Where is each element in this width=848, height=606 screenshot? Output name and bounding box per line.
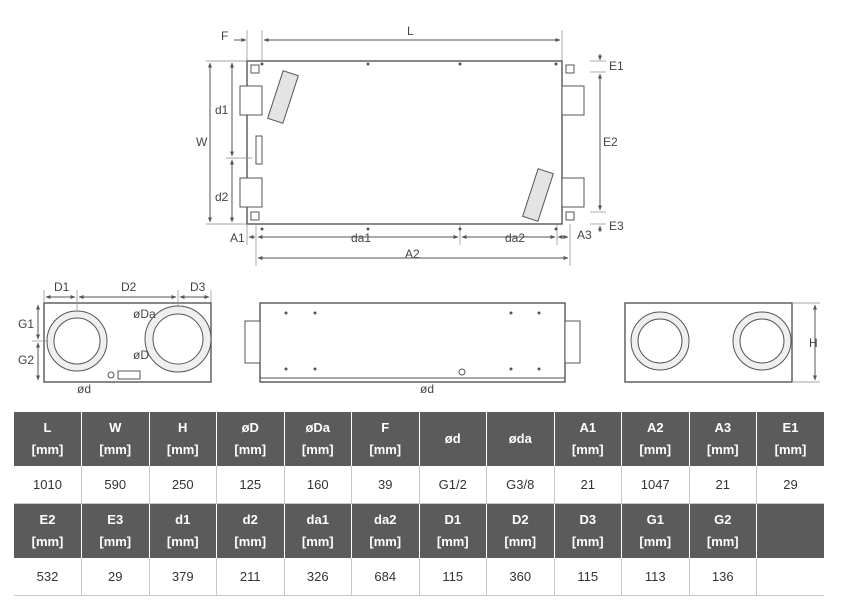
table-cell: 360 — [486, 558, 555, 596]
table-header-cell: øda — [486, 412, 555, 466]
dim-label-A1: A1 — [230, 231, 245, 245]
table-header-cell: øD[mm] — [216, 412, 285, 466]
table-header-cell: E1[mm] — [756, 412, 824, 466]
dim-label-oD: øD — [133, 348, 149, 362]
table-cell: 21 — [554, 466, 622, 504]
table-header-cell: W[mm] — [81, 412, 150, 466]
table-cell: 115 — [419, 558, 487, 596]
dim-label-L: L — [407, 24, 414, 38]
table-header-cell: H[mm] — [149, 412, 217, 466]
unit-body-side — [259, 302, 566, 383]
table-cell: 211 — [216, 558, 285, 596]
table-cell: 113 — [621, 558, 690, 596]
table-header-cell: da2[mm] — [351, 503, 420, 558]
left-end-view — [32, 290, 212, 383]
table-header-cell: D2[mm] — [486, 503, 555, 558]
dimensions-table: L[mm] W[mm] H[mm] øD[mm] øDa[mm] F[mm] ø… — [14, 412, 824, 596]
dim-label-D2: D2 — [121, 280, 137, 294]
table-header-cell: D1[mm] — [419, 503, 487, 558]
table-header-cell: A1[mm] — [554, 412, 622, 466]
table-cell: 1010 — [14, 466, 82, 504]
table-cell: 250 — [149, 466, 217, 504]
table-header-cell: ød — [419, 412, 487, 466]
table-header-cell: øDa[mm] — [284, 412, 352, 466]
table-header-row: L[mm] W[mm] H[mm] øD[mm] øDa[mm] F[mm] ø… — [14, 412, 824, 466]
table-header-cell: L[mm] — [14, 412, 82, 466]
table-cell: 532 — [14, 558, 82, 596]
table-cell: 29 — [756, 466, 824, 504]
dim-label-da1: da1 — [351, 231, 371, 245]
table-cell: 590 — [81, 466, 150, 504]
table-header-cell: G2[mm] — [689, 503, 757, 558]
table-cell: G1/2 — [419, 466, 487, 504]
table-cell: 125 — [216, 466, 285, 504]
dim-label-F: F — [221, 29, 228, 43]
table-row: 532 29 379 211 326 684 115 360 115 113 1… — [14, 558, 824, 596]
right-end-view — [624, 302, 820, 383]
table-cell: 136 — [689, 558, 757, 596]
top-view — [206, 30, 606, 266]
technical-drawing: L F W d1 d2 A1 da1 da2 A3 A2 E1 E2 E3 D1… — [18, 24, 820, 396]
filter-right — [522, 168, 554, 222]
dim-label-E2: E2 — [603, 135, 618, 149]
table-cell: 326 — [284, 558, 352, 596]
dim-label-E3: E3 — [609, 219, 624, 233]
table-cell: 160 — [284, 466, 352, 504]
table-header-row: E2[mm] E3[mm] d1[mm] d2[mm] da1[mm] da2[… — [14, 503, 824, 558]
table-header-cell: d2[mm] — [216, 503, 285, 558]
table-cell: 1047 — [621, 466, 690, 504]
table-cell: 29 — [81, 558, 150, 596]
dim-label-d2: d2 — [215, 190, 229, 204]
dim-label-oDa: øDa — [133, 307, 156, 321]
table-row: 1010 590 250 125 160 39 G1/2 G3/8 21 104… — [14, 466, 824, 504]
table-header-cell: E3[mm] — [81, 503, 150, 558]
dim-label-od-left: ød — [77, 382, 91, 396]
dim-label-od-mid: ød — [420, 382, 434, 396]
dim-label-D3: D3 — [190, 280, 206, 294]
table-header-cell: da1[mm] — [284, 503, 352, 558]
dim-label-G2: G2 — [18, 353, 34, 367]
unit-body-top — [246, 60, 563, 225]
table-header-cell: A3[mm] — [689, 412, 757, 466]
dim-label-da2: da2 — [505, 231, 525, 245]
table-cell: 21 — [689, 466, 757, 504]
dim-label-d1: d1 — [215, 103, 229, 117]
table-header-cell: F[mm] — [351, 412, 420, 466]
side-view — [244, 302, 581, 383]
table-header-cell — [756, 503, 824, 558]
top-view-labels: L F W d1 d2 A1 da1 da2 A3 A2 E1 E2 E3 — [196, 24, 624, 261]
table-cell — [756, 558, 824, 596]
table-header-cell: E2[mm] — [14, 503, 82, 558]
left-end-view-labels: D1 D2 D3 G1 G2 øDa øD ød — [18, 280, 206, 396]
table-cell: G3/8 — [486, 466, 555, 504]
dim-label-A2: A2 — [405, 247, 420, 261]
dim-label-W: W — [196, 135, 208, 149]
table-header-cell: G1[mm] — [621, 503, 690, 558]
table-cell: 39 — [351, 466, 420, 504]
dim-label-E1: E1 — [609, 59, 624, 73]
table-cell: 684 — [351, 558, 420, 596]
table-cell: 379 — [149, 558, 217, 596]
dim-label-H: H — [809, 336, 818, 350]
dim-label-A3: A3 — [577, 228, 592, 242]
table-header-cell: A2[mm] — [621, 412, 690, 466]
table-header-cell: D3[mm] — [554, 503, 622, 558]
unit-body-end-right — [624, 302, 793, 383]
table-cell: 115 — [554, 558, 622, 596]
table-header-cell: d1[mm] — [149, 503, 217, 558]
dim-label-G1: G1 — [18, 317, 34, 331]
condensate-outlet — [117, 370, 141, 380]
dim-label-D1: D1 — [54, 280, 70, 294]
filter-left — [267, 70, 299, 124]
